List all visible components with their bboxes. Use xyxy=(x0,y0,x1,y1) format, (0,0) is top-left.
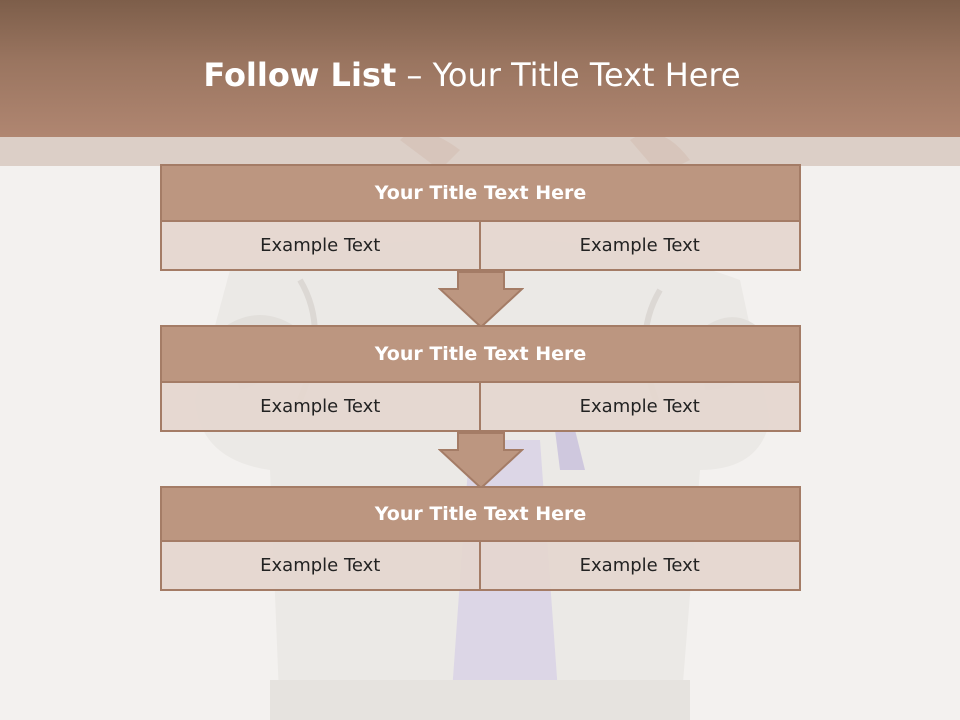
step-cell-left: Example Text xyxy=(160,222,481,271)
step-cell-right: Example Text xyxy=(480,542,801,591)
step-title: Your Title Text Here xyxy=(160,325,801,383)
header-strip xyxy=(0,137,960,166)
step-row: Example Text Example Text xyxy=(160,383,801,432)
step-title: Your Title Text Here xyxy=(160,486,801,542)
slide-title-bold: Follow List xyxy=(203,56,397,94)
step-cell-left: Example Text xyxy=(160,383,481,432)
down-arrow-icon xyxy=(438,271,524,329)
step-block-2: Your Title Text Here Example Text Exampl… xyxy=(160,325,801,432)
step-block-1: Your Title Text Here Example Text Exampl… xyxy=(160,164,801,271)
header-bar xyxy=(0,0,960,137)
step-cell-right: Example Text xyxy=(480,383,801,432)
step-row: Example Text Example Text xyxy=(160,542,801,591)
step-cell-left: Example Text xyxy=(160,542,481,591)
slide-title-rest: – Your Title Text Here xyxy=(396,56,741,94)
step-block-3: Your Title Text Here Example Text Exampl… xyxy=(160,486,801,591)
slide-title: Follow List – Your Title Text Here xyxy=(0,52,944,98)
step-title: Your Title Text Here xyxy=(160,164,801,222)
step-cell-right: Example Text xyxy=(480,222,801,271)
down-arrow-icon xyxy=(438,432,524,490)
step-row: Example Text Example Text xyxy=(160,222,801,271)
